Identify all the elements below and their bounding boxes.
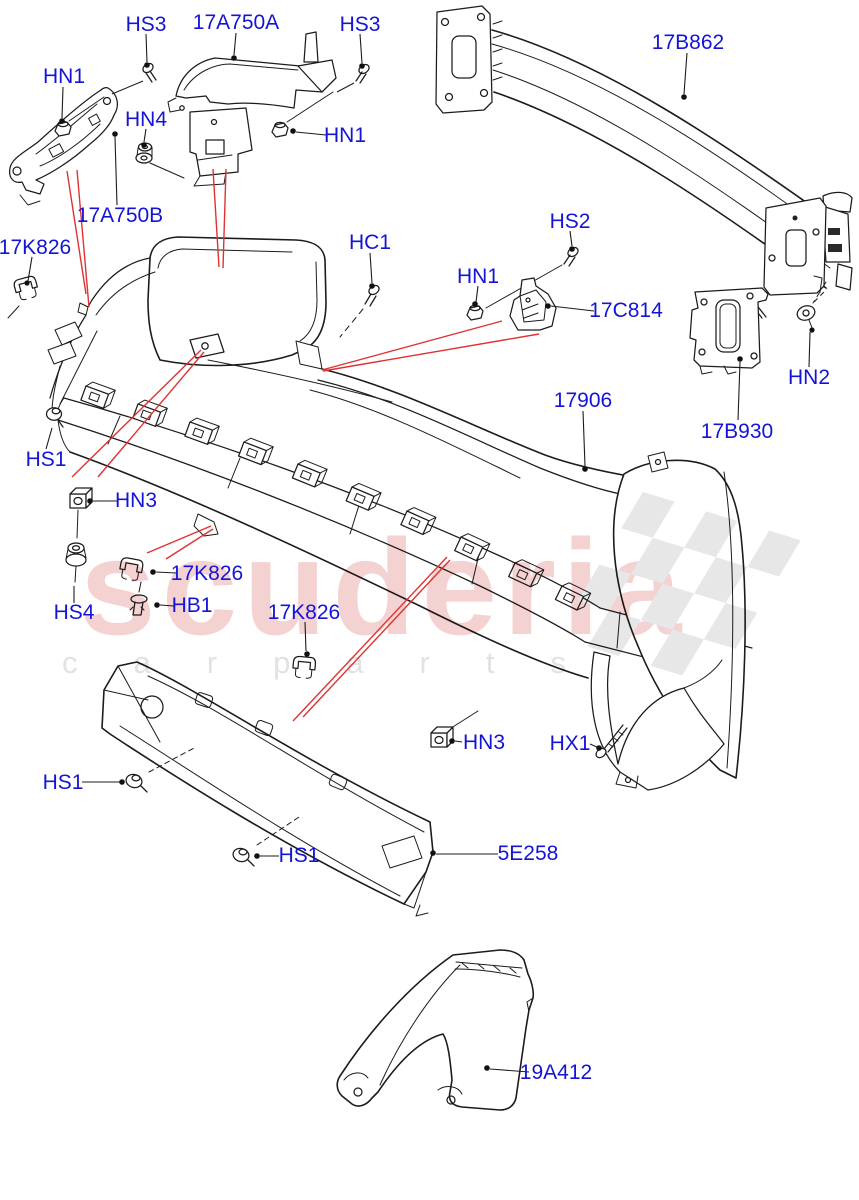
part-label-17a750b[interactable]: 17A750B	[77, 204, 163, 227]
part-label-hn3-1[interactable]: HN3	[115, 489, 157, 512]
part-17c814-drawing	[509, 277, 557, 331]
clip-tick	[7, 305, 20, 319]
screw-icon-hs1-3	[232, 816, 300, 867]
part-label-hs2[interactable]: HS2	[550, 210, 591, 233]
part-label-hs3-2[interactable]: HS3	[340, 13, 381, 36]
pin-icon-hb1	[129, 581, 148, 616]
part-label-17k826-3[interactable]: 17K826	[268, 601, 340, 624]
part-label-hs1-1[interactable]: HS1	[26, 448, 67, 471]
checkered-flag-icon	[577, 492, 801, 676]
part-label-hb1[interactable]: HB1	[172, 594, 213, 617]
part-19a412-drawing	[336, 949, 535, 1111]
part-label-hn1-2[interactable]: HN1	[324, 124, 366, 147]
screw-icon-hs1-1	[45, 330, 98, 428]
watermark-subtitle-text: carparts	[62, 645, 622, 680]
part-label-hn4[interactable]: HN4	[125, 108, 167, 131]
nut-icon-hn1-3	[466, 304, 484, 321]
part-label-hc1[interactable]: HC1	[349, 231, 391, 254]
leader-lines	[24, 32, 828, 1073]
part-label-17c814[interactable]: 17C814	[589, 299, 663, 322]
part-label-5e258[interactable]: 5E258	[498, 842, 559, 865]
part-label-hx1[interactable]: HX1	[550, 732, 591, 755]
part-label-hn3-2[interactable]: HN3	[463, 731, 505, 754]
screw-icon-hs1-2	[125, 746, 197, 793]
watermark-brand-text: scuderia	[80, 511, 687, 663]
part-label-hn1-1[interactable]: HN1	[43, 65, 85, 88]
nut-icon-hs4	[65, 542, 87, 583]
part-label-hs1-3[interactable]: HS1	[279, 844, 320, 867]
part-17b930-drawing	[689, 287, 769, 375]
nut-icon-hn3-2	[430, 710, 479, 748]
nut-icon-hn1-2	[271, 91, 334, 138]
part-label-hs4[interactable]: HS4	[54, 601, 95, 624]
part-label-17906[interactable]: 17906	[554, 389, 612, 412]
highlight-lines	[66, 168, 540, 722]
washer-icon-hn2	[796, 305, 816, 333]
part-17906-arch-drawing	[590, 651, 725, 791]
part-label-17k826-2[interactable]: 17K826	[171, 562, 243, 585]
part-label-hs3-1[interactable]: HS3	[126, 13, 167, 36]
nut-icon-hn1-1	[54, 96, 105, 137]
part-label-17k826-1[interactable]: 17K826	[0, 236, 71, 259]
part-label-19a412[interactable]: 19A412	[520, 1061, 592, 1084]
clip-icon-17k826-2	[119, 557, 144, 581]
watermark-layer: scuderia carparts	[62, 492, 801, 680]
part-17b862-drawing	[435, 5, 853, 319]
part-label-17b862[interactable]: 17B862	[652, 31, 724, 54]
fasteners	[7, 62, 816, 867]
clip-icon-17k826-3	[292, 655, 317, 679]
clip-icon-17k826-1	[13, 275, 38, 301]
part-17906-skin-drawing	[49, 236, 641, 496]
part-label-hn2[interactable]: HN2	[788, 366, 830, 389]
part-label-17a750a[interactable]: 17A750A	[193, 11, 279, 34]
part-label-hs1-2[interactable]: HS1	[43, 771, 84, 794]
part-5e258-drawing	[101, 661, 434, 917]
part-label-hn1-3[interactable]: HN1	[457, 265, 499, 288]
part-17a750a-drawing	[167, 31, 337, 187]
part-label-17b930[interactable]: 17B930	[701, 420, 773, 443]
